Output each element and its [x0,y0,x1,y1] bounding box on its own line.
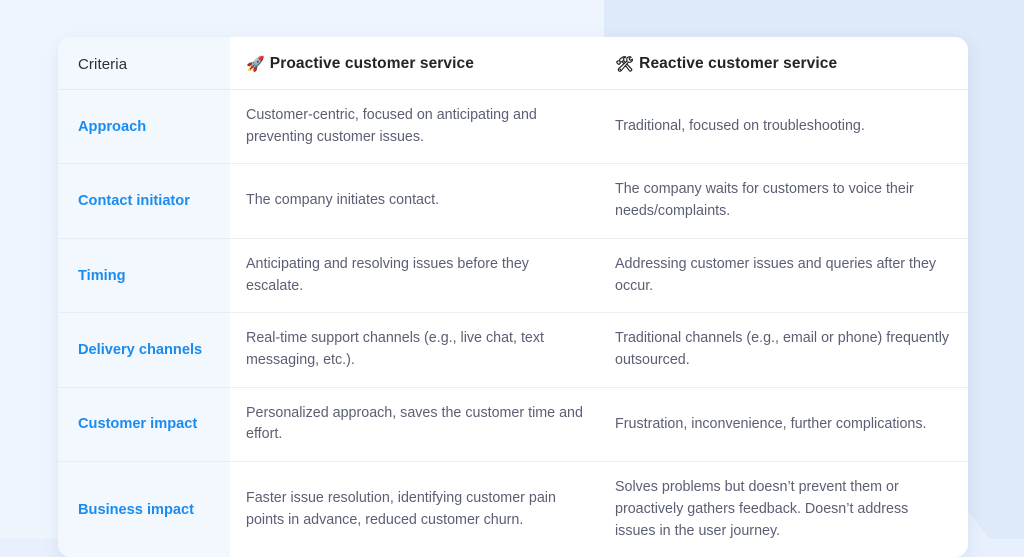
row-label-timing: Timing [58,238,230,312]
header-row: Criteria 🚀 Proactive customer service 🛠 Re… [58,37,968,90]
cell-proactive-approach: Customer-centric, focused on anticipatin… [230,90,599,164]
cell-reactive-delivery-channels: Traditional channels (e.g., email or pho… [599,313,968,387]
table-row: Contact initiator The company initiates … [58,164,968,238]
cell-proactive-business-impact: Faster issue resolution, identifying cus… [230,462,599,557]
cell-proactive-customer-impact: Personalized approach, saves the custome… [230,387,599,461]
table-row: Customer impact Personalized approach, s… [58,387,968,461]
column-header-proactive-label: Proactive customer service [270,55,474,72]
cell-reactive-approach: Traditional, focused on troubleshooting. [599,90,968,164]
cell-reactive-contact-initiator: The company waits for customers to voice… [599,164,968,238]
table-row: Timing Anticipating and resolving issues… [58,238,968,312]
row-label-approach: Approach [58,90,230,164]
table-row: Approach Customer-centric, focused on an… [58,90,968,164]
row-label-business-impact: Business impact [58,462,230,557]
cell-proactive-delivery-channels: Real-time support channels (e.g., live c… [230,313,599,387]
table-header: Criteria 🚀 Proactive customer service 🛠 Re… [58,37,968,90]
table-row: Delivery channels Real-time support chan… [58,313,968,387]
column-header-proactive: 🚀 Proactive customer service [230,37,599,90]
comparison-table: Criteria 🚀 Proactive customer service 🛠 Re… [58,37,968,557]
cell-proactive-timing: Anticipating and resolving issues before… [230,238,599,312]
cell-reactive-business-impact: Solves problems but doesn’t prevent them… [599,462,968,557]
row-label-contact-initiator: Contact initiator [58,164,230,238]
cell-reactive-timing: Addressing customer issues and queries a… [599,238,968,312]
column-header-reactive-label: Reactive customer service [639,55,837,72]
cell-reactive-customer-impact: Frustration, inconvenience, further comp… [599,387,968,461]
column-header-reactive: 🛠 Reactive customer service [599,37,968,90]
table-body: Approach Customer-centric, focused on an… [58,90,968,557]
row-label-customer-impact: Customer impact [58,387,230,461]
comparison-table-card: Criteria 🚀 Proactive customer service 🛠 Re… [58,37,968,557]
row-label-delivery-channels: Delivery channels [58,313,230,387]
table-row: Business impact Faster issue resolution,… [58,462,968,557]
column-header-criteria: Criteria [58,37,230,90]
rocket-icon: 🚀 [246,56,265,73]
cell-proactive-contact-initiator: The company initiates contact. [230,164,599,238]
hammer-and-wrench-icon: 🛠 [615,56,634,73]
